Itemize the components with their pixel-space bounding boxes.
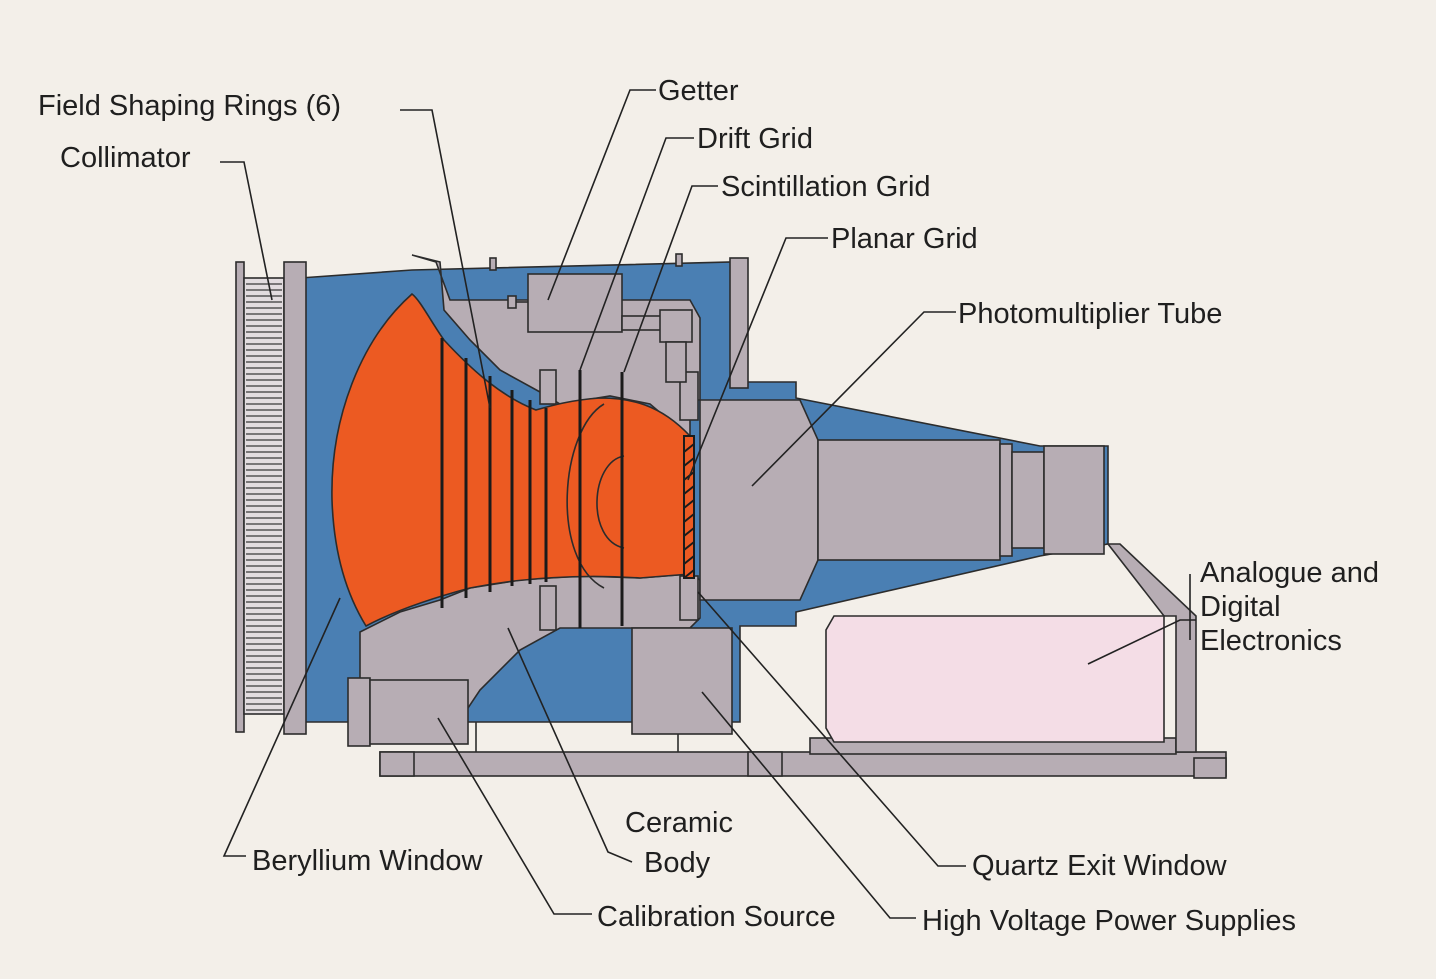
label-electronics-line3: Electronics (1200, 625, 1342, 657)
label-high-voltage-power-supplies: High Voltage Power Supplies (922, 905, 1296, 937)
label-quartz-exit-window: Quartz Exit Window (972, 850, 1228, 882)
collimator-fins (246, 283, 282, 711)
planar-grid-wire (683, 541, 695, 551)
label-photomultiplier-tube: Photomultiplier Tube (958, 298, 1222, 330)
planar-grid-wire (683, 555, 695, 565)
label-ceramic-body-line2: Body (644, 847, 711, 879)
label-calibration-source: Calibration Source (597, 901, 836, 933)
planar-grid-wire (683, 569, 695, 579)
planar-grid-wire (683, 485, 695, 495)
label-scintillation-grid: Scintillation Grid (721, 171, 931, 203)
leader-lines (220, 89, 1196, 919)
label-ceramic-body-line1: Ceramic (625, 807, 733, 839)
planar-grid-wire (683, 457, 695, 467)
label-planar-grid: Planar Grid (831, 223, 978, 255)
photomultiplier-tube (699, 399, 1105, 601)
label-beryllium-window: Beryllium Window (252, 845, 483, 877)
electronics-box (825, 543, 1197, 753)
planar-grid (683, 435, 695, 579)
high-voltage-power-supplies-box (631, 627, 733, 735)
label-electronics-line2: Digital (1200, 591, 1281, 623)
labels: Field Shaping Rings (6) Collimator Gette… (38, 75, 1379, 937)
collimator-assembly (235, 261, 307, 735)
label-field-shaping-rings: Field Shaping Rings (6) (38, 90, 341, 122)
getter (507, 273, 693, 383)
calibration-source (347, 677, 469, 747)
field-shaping-rings (440, 338, 548, 608)
label-getter: Getter (658, 75, 739, 107)
planar-grid-wire (683, 443, 695, 453)
planar-grid-wire (683, 499, 695, 509)
planar-grid-wire (683, 513, 695, 523)
planar-grid-wire (683, 527, 695, 537)
label-collimator: Collimator (60, 142, 191, 174)
label-drift-grid: Drift Grid (697, 123, 813, 155)
label-electronics-line1: Analogue and (1200, 557, 1379, 589)
